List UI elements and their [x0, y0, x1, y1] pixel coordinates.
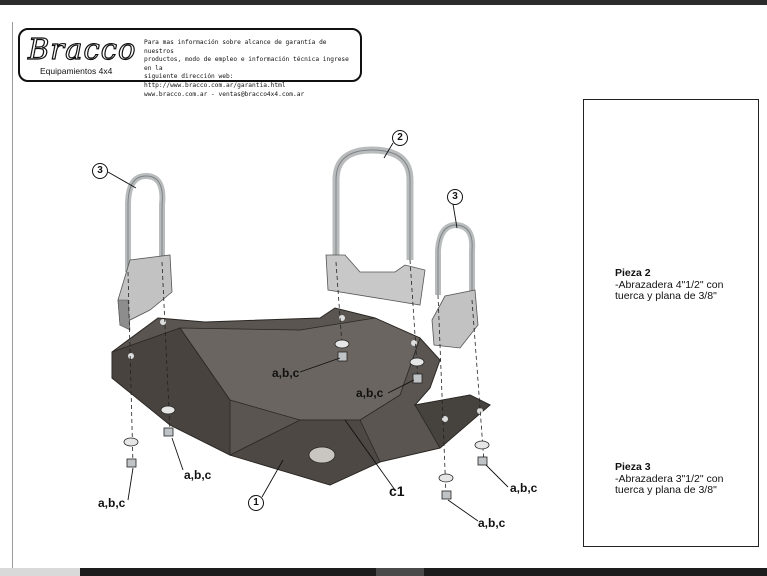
part-3-title: Pieza 3 [615, 461, 651, 473]
part-3-description: Pieza 3 -Abrazadera 3"1/2" con tuerca y … [615, 461, 745, 497]
brand-logo: Bracco [27, 32, 137, 66]
callout-1: 1 [248, 495, 264, 511]
callout-2: 2 [392, 130, 408, 146]
hardware-label: a,b,c [184, 468, 212, 482]
washers-and-nuts [123, 339, 490, 500]
part-3-text: -Abrazadera 3"1/2" con tuerca y plana de… [615, 472, 724, 496]
brand-header: Bracco Equipamientos 4x4 Para mas inform… [18, 28, 362, 98]
hardware-label: a,b,c [478, 516, 506, 530]
brand-subtitle: Equipamientos 4x4 [40, 66, 113, 76]
scroll-indicator[interactable] [376, 568, 424, 576]
part-2-title: Pieza 2 [615, 267, 651, 279]
parts-panel [583, 99, 759, 547]
right-u-bolt-clamp [431, 221, 479, 349]
warranty-info: Para mas información sobre alcance de ga… [144, 39, 349, 98]
part-c1-label: c1 [389, 483, 405, 499]
hardware-label: a,b,c [98, 496, 126, 510]
top-bar [0, 0, 767, 5]
callout-3-right: 3 [447, 189, 463, 205]
hardware-label: a,b,c [510, 481, 538, 495]
part-2-text: -Abrazadera 4"1/2" con tuerca y plana de… [615, 278, 724, 302]
bottom-tab[interactable] [0, 568, 80, 576]
skid-plate [111, 307, 491, 486]
callout-3-left: 3 [92, 163, 108, 179]
left-u-bolt-clamp [117, 172, 173, 331]
center-u-bolt-clamp [325, 146, 426, 306]
hardware-label: a,b,c [272, 366, 300, 380]
leader-lines [107, 142, 509, 522]
part-2-description: Pieza 2 -Abrazadera 4"1/2" con tuerca y … [615, 267, 745, 303]
hardware-label: a,b,c [356, 386, 384, 400]
